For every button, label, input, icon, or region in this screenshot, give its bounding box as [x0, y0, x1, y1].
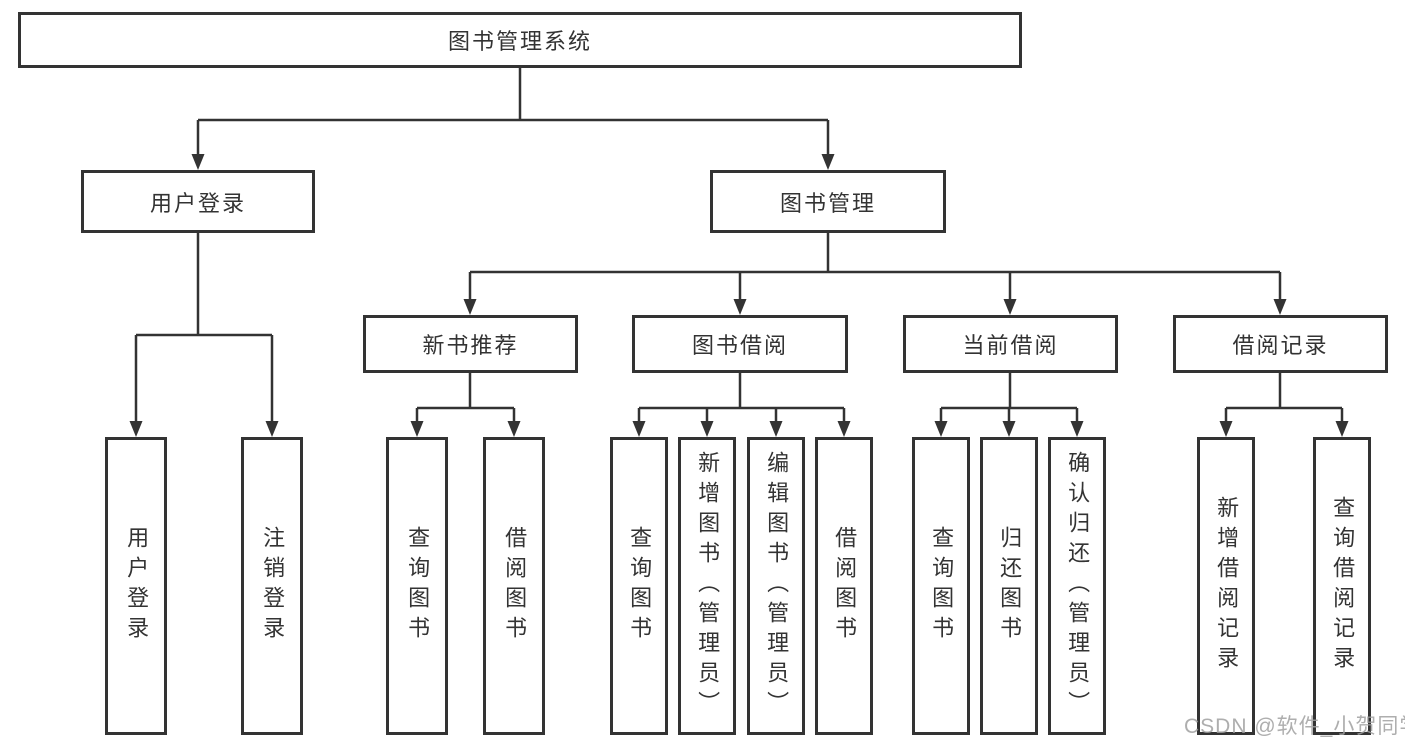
leaf-label: 借阅图书	[832, 526, 858, 646]
leaf-query-books: 查询图书	[912, 437, 970, 735]
leaf-label: 归还图书	[997, 526, 1023, 646]
node-label: 用户登录	[149, 190, 246, 216]
node-label: 图书管理系统	[447, 29, 592, 54]
arrow-down-icon	[821, 154, 835, 170]
leaf-label: 新增借阅记录	[1214, 496, 1240, 676]
arrow-down-icon	[265, 421, 279, 437]
leaf-label: 借阅图书	[502, 526, 528, 646]
leaf-query-books: 查询图书	[386, 437, 448, 735]
node-label: 借阅记录	[1232, 333, 1329, 358]
leaf-label: 确认归还（管理员）	[1065, 451, 1091, 721]
arrow-down-icon	[934, 421, 948, 437]
leaf-query-borrow-record: 查询借阅记录	[1313, 437, 1371, 735]
node-book-borrow: 图书借阅	[632, 315, 848, 373]
arrow-down-icon	[1002, 421, 1016, 437]
leaf-label: 注销登录	[260, 526, 286, 646]
arrow-down-icon	[507, 421, 521, 437]
arrow-down-icon	[463, 299, 477, 315]
leaf-return-books: 归还图书	[980, 437, 1038, 735]
leaf-user-login: 用户登录	[105, 437, 167, 735]
leaf-borrow-books: 借阅图书	[815, 437, 873, 735]
arrow-down-icon	[769, 421, 783, 437]
node-label: 新书推荐	[422, 333, 519, 358]
leaf-edit-books-admin: 编辑图书（管理员）	[747, 437, 805, 735]
leaf-confirm-return-admin: 确认归还（管理员）	[1048, 437, 1106, 735]
node-library-management-system: 图书管理系统	[18, 12, 1022, 68]
leaf-logout: 注销登录	[241, 437, 303, 735]
leaf-label: 查询图书	[627, 526, 653, 646]
leaf-query-books: 查询图书	[610, 437, 668, 735]
arrow-down-icon	[1070, 421, 1084, 437]
node-label: 图书借阅	[691, 333, 788, 358]
arrow-down-icon	[837, 421, 851, 437]
leaf-label: 新增图书（管理员）	[695, 451, 721, 721]
leaf-add-borrow-record: 新增借阅记录	[1197, 437, 1255, 735]
node-user-login: 用户登录	[81, 170, 315, 233]
arrow-down-icon	[700, 421, 714, 437]
arrow-down-icon	[191, 154, 205, 170]
node-label: 图书管理	[779, 190, 876, 216]
leaf-add-books-admin: 新增图书（管理员）	[678, 437, 736, 735]
arrow-down-icon	[733, 299, 747, 315]
arrow-down-icon	[1219, 421, 1233, 437]
node-label: 当前借阅	[962, 333, 1059, 358]
leaf-label: 编辑图书（管理员）	[764, 451, 790, 721]
leaf-label: 用户登录	[124, 526, 150, 646]
arrow-down-icon	[1003, 299, 1017, 315]
node-current-borrow: 当前借阅	[903, 315, 1118, 373]
arrow-down-icon	[1273, 299, 1287, 315]
node-book-management: 图书管理	[710, 170, 946, 233]
leaf-label: 查询图书	[405, 526, 431, 646]
arrow-down-icon	[632, 421, 646, 437]
leaf-label: 查询借阅记录	[1330, 496, 1356, 676]
leaf-label: 查询图书	[929, 526, 955, 646]
arrow-down-icon	[1335, 421, 1349, 437]
leaf-borrow-books: 借阅图书	[483, 437, 545, 735]
node-borrow-records: 借阅记录	[1173, 315, 1388, 373]
arrow-down-icon	[410, 421, 424, 437]
arrow-down-icon	[129, 421, 143, 437]
csdn-watermark: CSDN @软件_小贺同学	[1184, 715, 1405, 738]
node-new-book-recommend: 新书推荐	[363, 315, 578, 373]
